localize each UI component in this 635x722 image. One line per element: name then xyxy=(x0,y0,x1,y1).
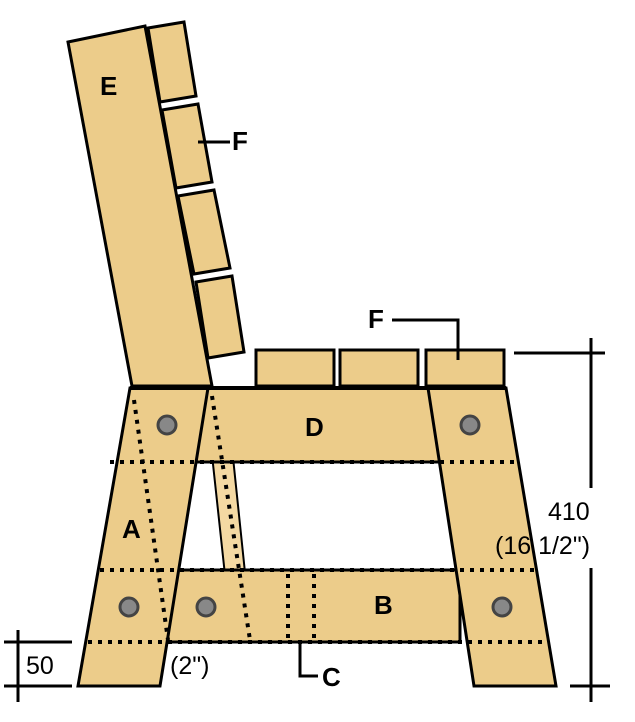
height-dimension xyxy=(514,338,610,702)
label-c: C xyxy=(322,662,341,692)
bolt-icon xyxy=(491,596,513,618)
seat-slat-3 xyxy=(424,348,506,388)
height-dim-mm: 410 xyxy=(548,498,590,526)
label-f-seat: F xyxy=(368,304,384,334)
label-e: E xyxy=(100,71,117,101)
label-f-back: F xyxy=(232,126,248,156)
seat-slat-2 xyxy=(338,348,420,388)
foot-dimension xyxy=(4,630,72,702)
seat-slat-1 xyxy=(254,348,336,388)
leader-lines xyxy=(198,140,460,678)
bolts xyxy=(118,414,513,618)
bolt-icon xyxy=(118,596,140,618)
back-slat-3 xyxy=(176,188,232,276)
back-slat-4 xyxy=(194,274,246,360)
bolt-icon xyxy=(195,596,217,618)
foot-dim-in: (2") xyxy=(170,652,209,680)
height-dim-in: (16 1/2") xyxy=(495,532,590,560)
hidden-lines xyxy=(88,395,548,644)
seat-slats xyxy=(254,348,506,388)
foot-dim-mm: 50 xyxy=(26,652,54,680)
bolt-icon xyxy=(459,414,481,436)
label-a: A xyxy=(122,514,141,544)
bolt-icon xyxy=(156,414,178,436)
label-d: D xyxy=(305,412,324,442)
label-b: B xyxy=(374,590,393,620)
